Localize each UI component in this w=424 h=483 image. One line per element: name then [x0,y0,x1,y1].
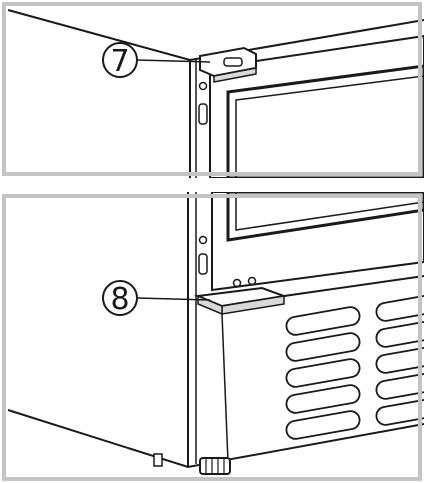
callout-8-label: 8 [110,282,129,317]
diagram-panel-lower-hinge: 8 [0,192,424,483]
callout-8-leader [136,297,211,301]
panel-frame [2,2,422,176]
door-screw-right [247,276,257,286]
cabinet-bottom-edge [7,409,424,469]
upper-hinge-bracket-face [213,67,257,83]
adjustable-foot [199,457,231,475]
cabinet-top-surface [8,0,424,60]
side-slot [198,253,208,275]
upper-hinge-illustration: 7 [2,0,424,178]
side-screw [198,235,208,245]
upper-hinge-slot [223,57,243,67]
door-screw-left [232,278,242,288]
callout-7-circle [102,42,138,78]
upper-hinge-screw [198,81,208,91]
vent-slots-right [375,292,424,426]
vent-slots-left [285,306,361,440]
door-window [226,64,424,178]
left-foot-stub [153,453,163,467]
callout-8-circle [102,280,138,316]
side-slot [198,103,208,125]
diagram-panel-upper-hinge: 7 [0,0,424,178]
lower-hinge-illustration: 8 [2,192,424,481]
panel-frame [2,194,422,481]
callout-7-leader [136,59,211,63]
base-top-edge [283,275,424,297]
callout-7-label: 7 [110,44,129,79]
door-window-inner [235,75,424,178]
door-window-lower-inner [235,192,424,231]
base-left-edge [221,313,229,463]
